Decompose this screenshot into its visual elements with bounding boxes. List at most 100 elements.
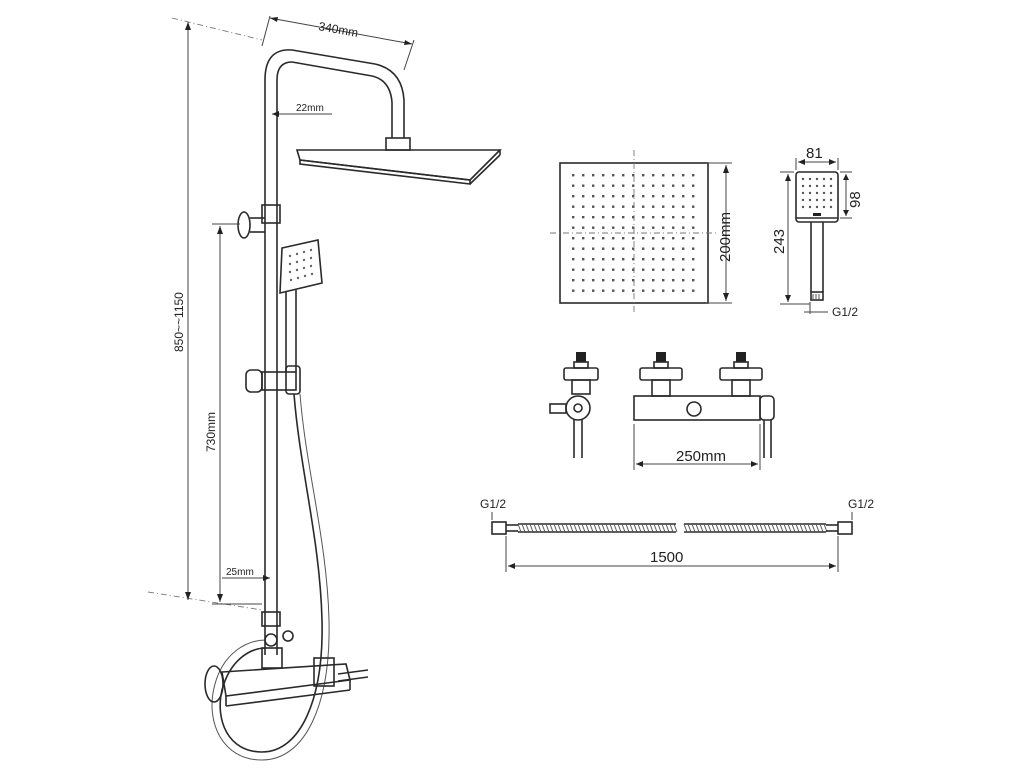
hose-coil-line	[565, 523, 570, 533]
hose-coil-line	[609, 523, 614, 533]
nozzle-dot	[692, 216, 695, 219]
nozzle-dot	[602, 195, 605, 198]
nozzle-dot	[602, 289, 605, 292]
nozzle-dot	[652, 268, 655, 271]
hose-coil-line	[707, 523, 712, 533]
hose-coil-line	[669, 523, 674, 533]
nozzle-dot	[652, 258, 655, 261]
hose-coil-line	[525, 523, 530, 533]
hose-coil-line	[687, 523, 692, 533]
nozzle-dot	[632, 216, 635, 219]
nozzle-dot	[632, 226, 635, 229]
nozzle-dot	[642, 289, 645, 292]
hose-coil-line	[731, 523, 736, 533]
nozzle-dot	[592, 247, 595, 250]
nozzle-dot	[592, 174, 595, 177]
nozzle-dot	[592, 279, 595, 282]
hose-coil-line	[723, 523, 728, 533]
hose-coil-line	[771, 523, 776, 533]
nozzle-dot	[622, 289, 625, 292]
hose-coil-line	[573, 523, 578, 533]
nozzle-dot	[632, 205, 635, 208]
hand-thread-label: G1/2	[832, 305, 858, 319]
nozzle-dot	[662, 279, 665, 282]
nozzle-dot	[612, 205, 615, 208]
nozzle-dot	[572, 216, 575, 219]
nozzle-dot	[582, 195, 585, 198]
nozzle-dot	[662, 247, 665, 250]
nozzle-dot	[662, 289, 665, 292]
nozzle-dot	[622, 174, 625, 177]
hose-coil-line	[597, 523, 602, 533]
hose-coil-line	[625, 523, 630, 533]
nozzle-dot	[682, 279, 685, 282]
nozzle-dot	[652, 195, 655, 198]
nozzle-dot	[582, 279, 585, 282]
nozzle-dot	[652, 279, 655, 282]
nozzle-dot	[632, 289, 635, 292]
hose-coil-line	[763, 523, 768, 533]
hand-shower-side	[279, 239, 323, 372]
hose-length-label: 1500	[650, 549, 683, 566]
hose-coil-line	[779, 523, 784, 533]
nozzle-dot	[642, 174, 645, 177]
nozzle-dot	[652, 174, 655, 177]
wall-bracket	[237, 211, 265, 239]
hose-coil-line	[739, 523, 744, 533]
nozzle-dot	[582, 258, 585, 261]
nozzle-grid	[572, 174, 695, 292]
nozzle-dot	[572, 279, 575, 282]
nozzle-dot	[632, 174, 635, 177]
nozzle-dot	[692, 247, 695, 250]
hand-head-height-label: 98	[847, 191, 864, 208]
hose-coil-line	[541, 523, 546, 533]
nozzle-dot	[602, 184, 605, 187]
hose-thread-left-label: G1/2	[480, 497, 506, 511]
nozzle-dot	[692, 289, 695, 292]
nozzle-dot	[642, 247, 645, 250]
hose-coil-line	[719, 523, 724, 533]
hose-coil-line	[795, 523, 800, 533]
arm-width-dimension: 340mm	[261, 15, 415, 71]
nozzle-dot	[682, 268, 685, 271]
nozzle-dot	[592, 237, 595, 240]
nozzle-dot	[652, 247, 655, 250]
nozzle-dot	[602, 174, 605, 177]
hose-coil-line	[799, 523, 804, 533]
nozzle-dot	[692, 205, 695, 208]
hose-coil-line	[703, 523, 708, 533]
nozzle-dot	[572, 237, 575, 240]
hose-coil-line	[569, 523, 574, 533]
nozzle-dot	[622, 268, 625, 271]
mixer-width-label: 250mm	[676, 448, 726, 465]
nozzle-dot	[582, 289, 585, 292]
nozzle-dot	[622, 195, 625, 198]
nozzle-dot	[692, 195, 695, 198]
nozzle-dot	[672, 258, 675, 261]
hand-length-label: 243	[771, 229, 788, 254]
nozzle-dot	[642, 195, 645, 198]
nozzle-dot	[582, 184, 585, 187]
hose-coil-line	[605, 523, 610, 533]
nozzle-dot	[692, 258, 695, 261]
hose-coil-line	[645, 523, 650, 533]
hose-coil-line	[819, 523, 824, 533]
nozzle-dot	[672, 174, 675, 177]
hand-width-label: 81	[806, 145, 823, 162]
hose-coil-line	[783, 523, 788, 533]
nozzle-dot	[592, 184, 595, 187]
nozzle-dot	[612, 184, 615, 187]
hose-coil-line	[691, 523, 696, 533]
nozzle-dot	[582, 226, 585, 229]
hose-coil-line	[811, 523, 816, 533]
hose-coil-line	[545, 523, 550, 533]
nozzle-dot	[652, 289, 655, 292]
overhead-head-front-view: 200mm	[550, 150, 734, 312]
nozzle-dot	[602, 205, 605, 208]
riser-pipe	[261, 49, 405, 655]
hose-coil-line	[577, 523, 582, 533]
hose-coil-line	[657, 523, 662, 533]
nozzle-dot	[612, 289, 615, 292]
nozzle-dot	[662, 195, 665, 198]
arm-width-label: 340mm	[317, 19, 359, 40]
